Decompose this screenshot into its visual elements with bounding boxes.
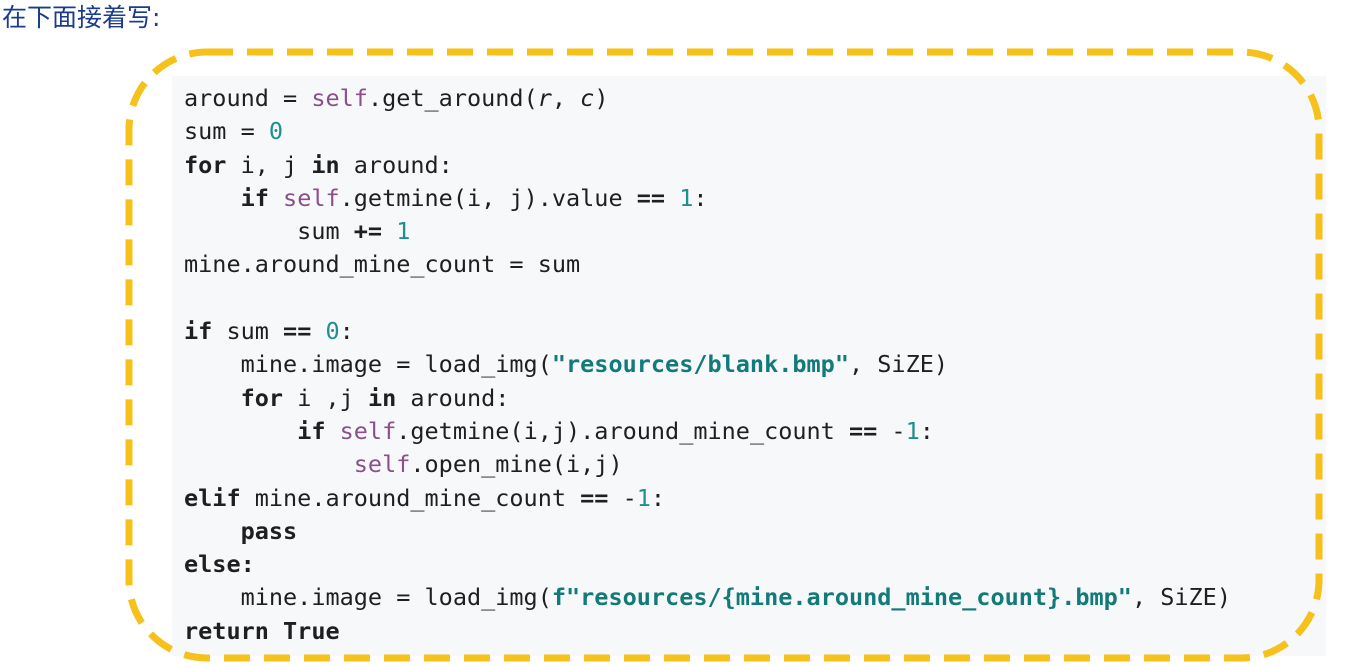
code-token: sum — [212, 317, 284, 346]
code-token — [311, 317, 325, 345]
code-line: if sum == 0: — [184, 315, 1231, 348]
code-token: : — [650, 483, 666, 512]
code-token — [665, 184, 679, 212]
code-token: == — [848, 416, 878, 445]
code-token: == — [283, 317, 312, 346]
code-token: 1 — [905, 416, 920, 445]
code-line: mine.image = load_img("resources/blank.b… — [184, 348, 1231, 381]
code-token: 0 — [268, 117, 284, 146]
code-token: c — [580, 84, 595, 112]
code-token: mine.around_mine_count = sum — [184, 250, 581, 279]
code-line — [184, 282, 1231, 315]
code-token: .open_mine(i,j) — [410, 450, 623, 479]
code-token: self — [311, 84, 368, 112]
code-token: - — [877, 416, 906, 445]
code-line: self.open_mine(i,j) — [184, 448, 1231, 481]
code-token — [184, 184, 241, 212]
code-token: for — [184, 150, 227, 179]
code-token: i, j — [226, 150, 312, 179]
code-line: for i ,j in around: — [184, 382, 1231, 415]
code-token: .getmine(i,j).around_mine_count — [396, 416, 849, 445]
code-token: for — [240, 383, 284, 412]
code-token: - — [608, 483, 637, 512]
code-line: mine.around_mine_count = sum — [184, 248, 1231, 281]
code-token — [184, 450, 354, 478]
code-line: else: — [184, 548, 1231, 581]
code-token: around = — [184, 84, 312, 112]
code-token — [184, 517, 241, 545]
code-token — [184, 417, 297, 445]
code-line: around = self.get_around(r, c) — [184, 82, 1231, 115]
code-token: r — [537, 84, 552, 112]
code-token: "resources/blank.bmp" — [551, 350, 849, 379]
code-token: around: — [339, 150, 453, 179]
code-token: , SiZE) — [1131, 583, 1231, 612]
code-token: in — [311, 150, 340, 179]
code-token: mine.image = load_img( — [184, 350, 552, 379]
code-token: self — [353, 450, 411, 479]
code-token: sum = — [184, 117, 269, 146]
code-line: for i, j in around: — [184, 149, 1231, 182]
code-token: around: — [396, 383, 510, 412]
code-line: sum = 0 — [184, 115, 1231, 148]
code-token: sum — [184, 217, 354, 246]
code-token: += — [353, 217, 383, 246]
code-token — [382, 217, 396, 245]
code-token: == — [636, 183, 666, 212]
code-token: pass — [240, 516, 298, 545]
code-token: 1 — [679, 183, 694, 212]
code-token: == — [580, 483, 609, 512]
code-token: , SiZE) — [848, 350, 949, 379]
code-token: mine.around_mine_count — [240, 483, 581, 512]
code-token: else: — [184, 550, 255, 579]
code-token: return True — [184, 616, 340, 645]
code-line: elif mine.around_mine_count == -1: — [184, 482, 1231, 515]
code-line: mine.image = load_img(f"resources/{mine.… — [184, 581, 1231, 614]
code-token: in — [367, 383, 397, 412]
code-line: sum += 1 — [184, 215, 1231, 248]
code-token: elif — [184, 483, 241, 512]
code-token: f"resources/{mine.around_mine_count}.bmp… — [551, 583, 1132, 612]
code-token: 0 — [325, 317, 340, 346]
code-line: if self.getmine(i, j).value == 1: — [184, 182, 1231, 215]
code-token: 1 — [396, 217, 411, 246]
code-line: return True — [184, 615, 1231, 648]
code-token: if — [240, 183, 269, 212]
code-token: : — [339, 317, 354, 346]
code-token: i ,j — [283, 383, 368, 412]
code-token: : — [919, 416, 934, 445]
code-token: .getmine(i, j).value — [339, 183, 637, 212]
code-token: , — [551, 84, 581, 112]
code-token — [325, 417, 339, 445]
code-token: if — [184, 317, 213, 346]
code-token: 1 — [636, 483, 651, 512]
code-token: self — [283, 183, 340, 212]
code-token: mine.image = load_img( — [184, 583, 552, 612]
code-token: ) — [594, 84, 609, 112]
code-token — [184, 384, 241, 412]
code-line: if self.getmine(i,j).around_mine_count =… — [184, 415, 1231, 448]
code-line: pass — [184, 515, 1231, 548]
code-token: : — [693, 183, 708, 212]
instruction-heading: 在下面接着写: — [2, 3, 161, 32]
code-token: self — [339, 416, 397, 445]
code-token: if — [297, 416, 326, 445]
code-token: .get_around( — [367, 84, 538, 112]
code-token — [269, 184, 283, 212]
